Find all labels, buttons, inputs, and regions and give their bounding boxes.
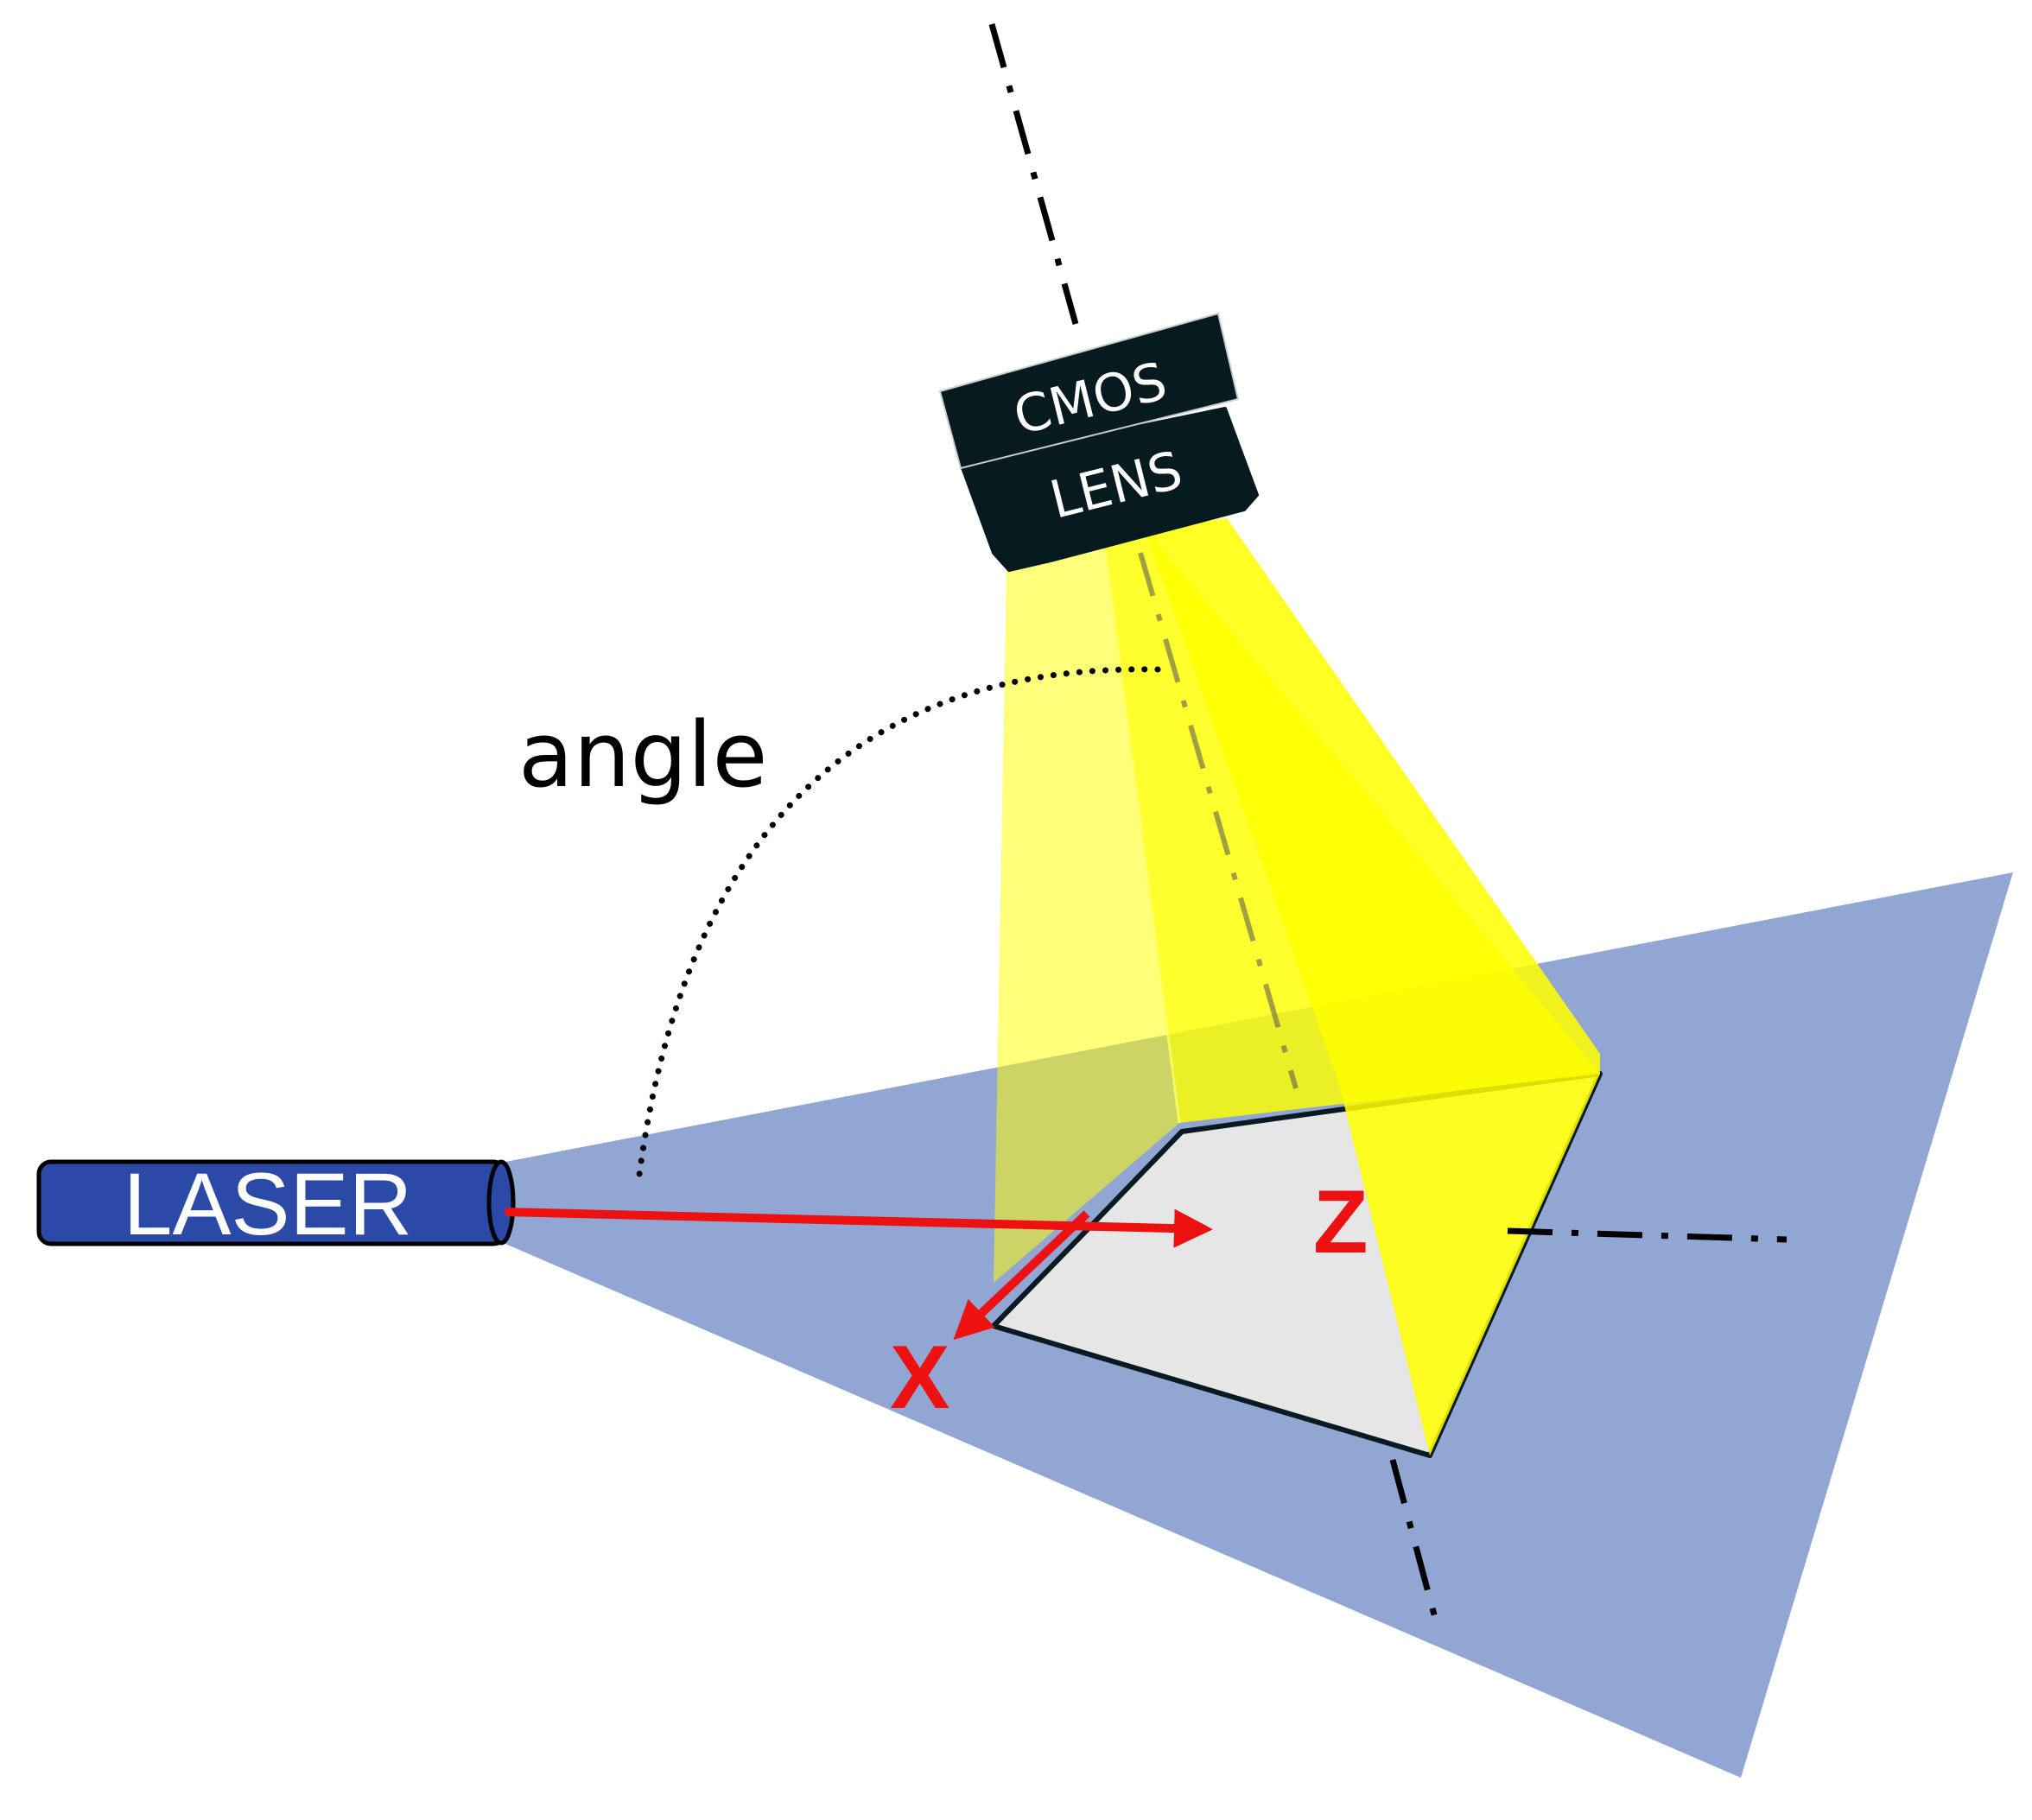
laser-label: LASER — [124, 1155, 413, 1253]
vertical-axis-line — [1389, 1459, 1442, 1632]
angle-label: angle — [518, 702, 768, 808]
x-axis-arrow — [953, 1210, 1090, 1341]
x-axis-label: X — [890, 1328, 949, 1428]
fov-left-face — [994, 540, 1179, 1283]
camera-optical-axis-upper — [988, 23, 1079, 325]
laser-emitter-icon: LASER — [36, 1155, 516, 1253]
z-axis-arrow — [505, 1208, 1213, 1248]
fov-edge-line — [1102, 539, 1181, 1124]
camera-icon: CMOS LENS — [939, 313, 1259, 572]
field-of-view-cone — [994, 518, 1600, 1455]
angle-arc — [636, 666, 1161, 1178]
camera-optical-axis-lower — [1138, 552, 1299, 1089]
z-axis-label: Z — [1313, 1172, 1368, 1272]
laser-aperture — [486, 1159, 516, 1246]
fov-right-face — [1145, 518, 1600, 1455]
camera-sensor-body — [939, 313, 1239, 469]
